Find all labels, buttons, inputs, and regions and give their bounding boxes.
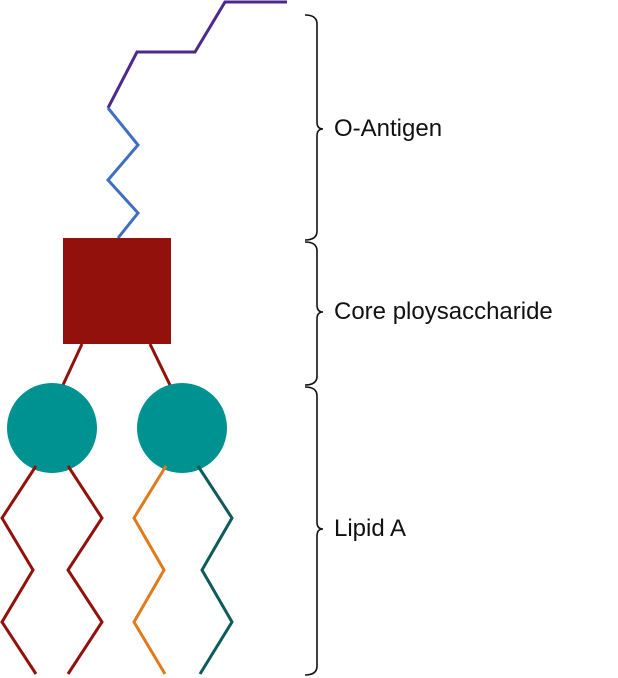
fatty-acid-chain-3 — [132, 465, 168, 675]
lipid-a-head-left — [7, 383, 97, 473]
bracket-o-antigen — [304, 14, 324, 241]
core-polysaccharide-square — [63, 238, 171, 344]
core-polysaccharide-label: Core ploysaccharide — [334, 298, 553, 325]
core-link-right — [148, 343, 172, 386]
o-antigen-chain-inner — [105, 107, 140, 239]
lipid-a-label: Lipid A — [334, 515, 407, 542]
lipid-a-head-right — [137, 383, 227, 473]
core-link-left — [61, 343, 84, 386]
bracket-core — [304, 241, 324, 386]
fatty-acid-chain-1 — [0, 465, 38, 675]
bracket-lipid-a — [304, 386, 324, 676]
fatty-acid-chain-4 — [196, 465, 234, 675]
o-antigen-chain-outer — [106, 0, 287, 109]
o-antigen-label: O-Antigen — [334, 115, 443, 142]
fatty-acid-chain-2 — [66, 465, 104, 675]
